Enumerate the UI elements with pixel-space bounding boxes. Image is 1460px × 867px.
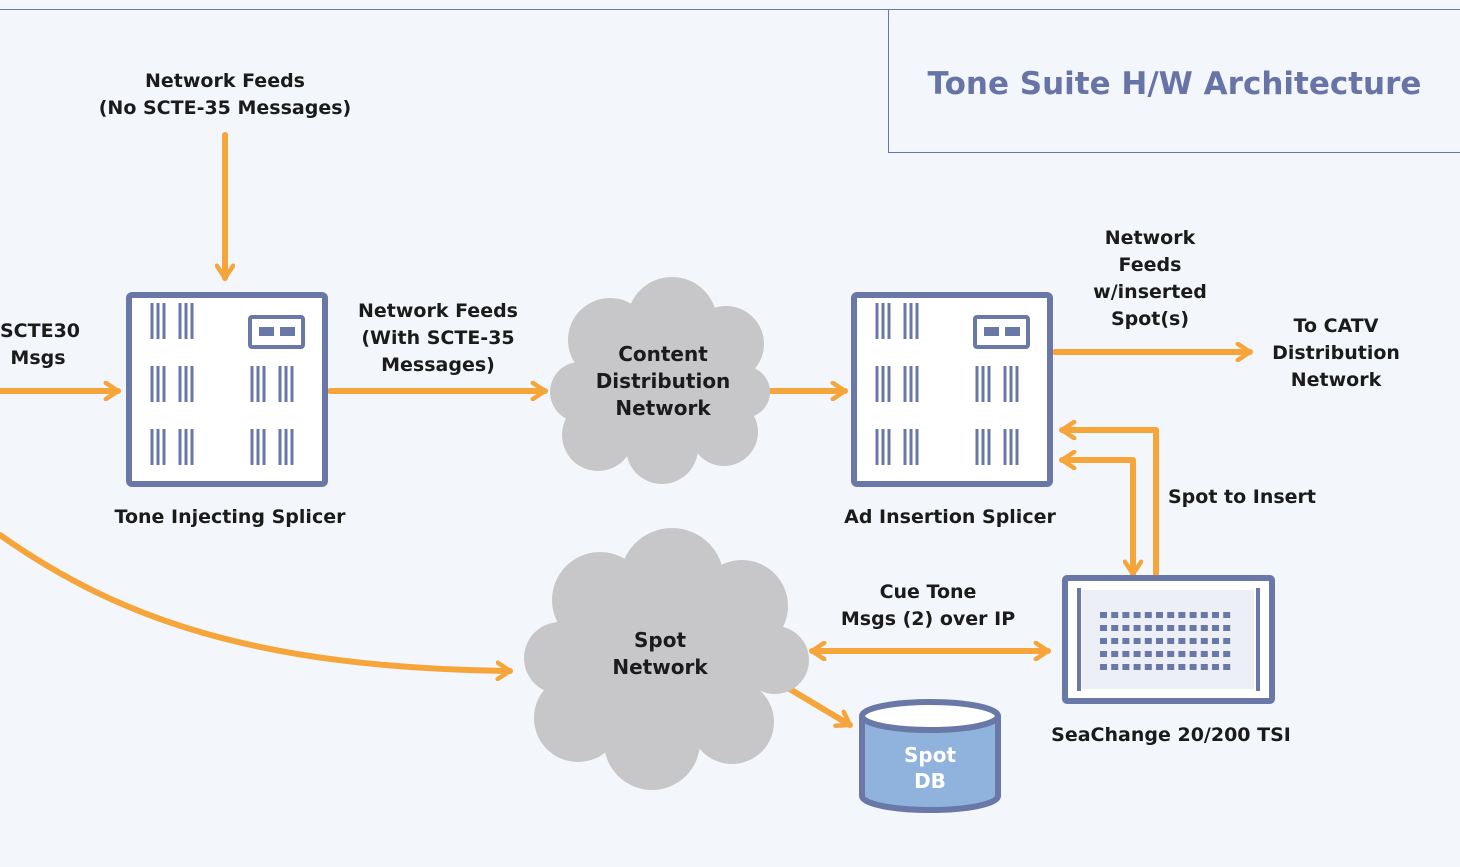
label-cue-tone-msgs: Cue Tone Msgs (2) over IP (840, 581, 1016, 630)
tsi-port-dot (1167, 638, 1175, 644)
tsi-port-dot (1178, 612, 1186, 618)
tsi-port-dot (1212, 664, 1219, 670)
tsi-port-dot (1200, 612, 1208, 618)
tsi-port-dot (1100, 625, 1107, 631)
tsi-port-dot (1189, 625, 1197, 631)
tsi-port-dot (1122, 638, 1130, 644)
label-spot-db: Spot DB (903, 743, 957, 793)
tsi-port-dot (1111, 612, 1119, 618)
label-to-catv-distribution: To CATV Distribution Network (1272, 315, 1400, 391)
tsi-port-dot (1111, 651, 1119, 657)
tsi-port-dot (1122, 625, 1130, 631)
label-content-distribution-network: Content Distribution Network (595, 342, 731, 420)
tsi-port-dot (1156, 638, 1163, 644)
tsi-port-dot (1167, 612, 1175, 618)
tsi-port-dot (1144, 612, 1152, 618)
tsi-port-dot (1189, 651, 1197, 657)
tsi-port-dot (1212, 625, 1219, 631)
tsi-port-dot (1100, 638, 1107, 644)
tsi-port-dot (1223, 664, 1231, 670)
tone-injecting-splicer-device (126, 292, 328, 487)
tsi-port-dot (1122, 651, 1130, 657)
tsi-port-dot (1144, 651, 1152, 657)
tsi-port-dot (1133, 625, 1141, 631)
label-spot-network: Spot Network (612, 628, 708, 679)
arrow-spot-network-to-db (785, 685, 853, 728)
arrow-curve-to-spot-network (0, 532, 513, 671)
tsi-port-dot (1178, 651, 1186, 657)
tsi-port-dot (1133, 664, 1141, 670)
tsi-port-dot (1111, 664, 1119, 670)
tsi-port-dot (1111, 638, 1119, 644)
tsi-port-dot (1100, 651, 1107, 657)
tsi-port-dot (1100, 664, 1107, 670)
tsi-port-dot (1212, 651, 1219, 657)
ad-insertion-splicer-device (851, 292, 1053, 487)
tsi-port-dot (1200, 651, 1208, 657)
diagram-title: Tone Suite H/W Architecture (927, 66, 1422, 102)
tsi-port-dot (1144, 638, 1152, 644)
tsi-port-dot (1122, 612, 1130, 618)
tsi-port-dot (1122, 664, 1130, 670)
tsi-port-dot (1223, 612, 1231, 618)
tsi-port-dot (1156, 612, 1163, 618)
tsi-port-dot (1156, 625, 1163, 631)
content-distribution-cloud (550, 277, 770, 484)
tsi-port-dot (1111, 625, 1119, 631)
tsi-port-dot (1212, 638, 1219, 644)
label-ad-insertion-splicer: Ad Insertion Splicer (844, 506, 1056, 528)
label-network-feeds-no-scte35: Network Feeds (No SCTE-35 Messages) (98, 70, 352, 119)
tsi-port-dot (1200, 664, 1208, 670)
label-tone-injecting-splicer: Tone Injecting Splicer (114, 506, 346, 528)
label-network-feeds-inserted: Network Feeds w/inserted Spot(s) (1093, 227, 1207, 330)
tsi-port-dot (1133, 612, 1141, 618)
tsi-port-dot (1223, 651, 1231, 657)
tsi-port-dot (1200, 625, 1208, 631)
tsi-port-dot (1156, 651, 1163, 657)
arrow-ad-splicer-to-seachange (1059, 460, 1133, 577)
tsi-port-dot (1167, 664, 1175, 670)
tsi-port-dot (1144, 664, 1152, 670)
tsi-port-dot (1178, 625, 1186, 631)
label-seachange-tsi: SeaChange 20/200 TSI (1051, 724, 1291, 746)
tsi-port-dot (1212, 612, 1219, 618)
tsi-port-dot (1100, 612, 1107, 618)
tsi-port-dot (1189, 612, 1197, 618)
tsi-port-dot (1167, 651, 1175, 657)
label-spot-to-insert: Spot to Insert (1167, 486, 1317, 508)
label-scte30-msgs: SCTE30 Msgs (0, 320, 81, 369)
tsi-port-dot (1200, 638, 1208, 644)
seachange-tsi-device (1062, 575, 1275, 704)
label-network-feeds-with-scte35: Network Feeds (With SCTE-35 Messages) (358, 300, 518, 376)
tsi-port-dot (1144, 625, 1152, 631)
tsi-port-dot (1167, 625, 1175, 631)
tsi-port-dot (1223, 638, 1231, 644)
tsi-port-dot (1133, 651, 1141, 657)
arrow-seachange-to-ad-splicer-1 (1059, 430, 1159, 581)
tsi-port-dot (1189, 664, 1197, 670)
tsi-port-dot (1189, 638, 1197, 644)
top-rule (0, 9, 1460, 10)
tsi-port-dot (1223, 625, 1231, 631)
tsi-port-dot (1133, 638, 1141, 644)
tsi-port-dot (1178, 638, 1186, 644)
spot-network-cloud (524, 528, 809, 790)
spot-db-cylinder (859, 699, 1001, 813)
tsi-port-dot (1156, 664, 1163, 670)
tsi-port-dot (1178, 664, 1186, 670)
title-box: Tone Suite H/W Architecture (888, 10, 1460, 153)
